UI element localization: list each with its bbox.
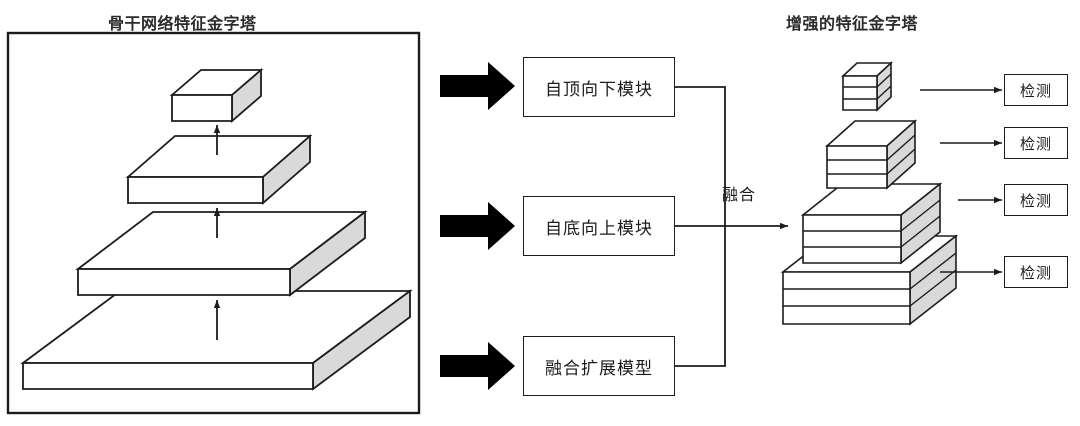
bus-line-top-down <box>675 86 726 226</box>
module-box-top-down[interactable]: 自顶向下模块 <box>523 57 675 117</box>
detection-box-1[interactable]: 检测 <box>1004 74 1068 106</box>
module-box-bottom-up[interactable]: 自底向上模块 <box>523 196 675 256</box>
detection-box-2[interactable]: 检测 <box>1004 127 1068 159</box>
backbone-slab-level2 <box>125 134 313 205</box>
backbone-pyramid-title: 骨干网络特征金字塔 <box>108 14 257 33</box>
enhanced-slab-level1 <box>840 61 894 112</box>
thick-arrow-bottom-up <box>440 202 515 250</box>
enhanced-pyramid-title: 增强的特征金字塔 <box>786 14 919 33</box>
bus-line-fusion-expansion <box>675 226 726 367</box>
enhanced-slab-level2 <box>824 119 918 190</box>
detection-box-4[interactable]: 检测 <box>1004 256 1068 288</box>
thick-arrow-top-down <box>440 62 515 110</box>
backbone-slab-level3 <box>75 210 368 297</box>
enhanced-slab-level3 <box>800 182 943 265</box>
thick-arrow-fusion-expansion <box>440 342 515 390</box>
module-box-fusion-expansion[interactable]: 融合扩展模型 <box>523 336 675 396</box>
fusion-label: 融合 <box>722 185 757 204</box>
detection-box-3[interactable]: 检测 <box>1004 184 1068 216</box>
backbone-slab-level1 <box>169 68 264 123</box>
